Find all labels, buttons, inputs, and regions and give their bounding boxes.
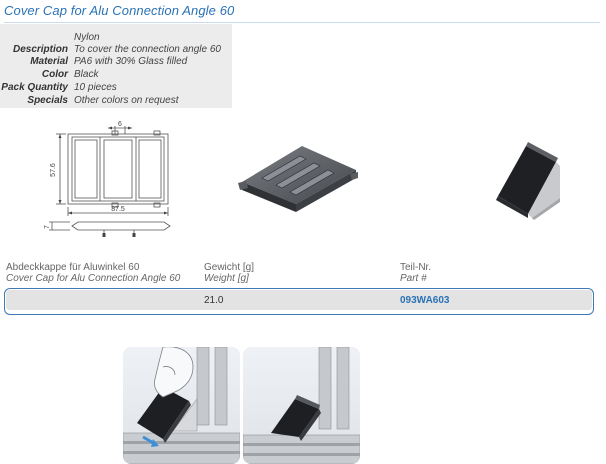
spec-row-pack-quantity: Pack Quantity 10 pieces <box>0 81 232 94</box>
spec-row-description: Description To cover the connection angl… <box>0 43 232 56</box>
mounting-step-1-image <box>123 347 240 464</box>
spec-value-material: PA6 with 30% Glass filled <box>74 56 188 67</box>
spec-row-material: Material PA6 with 30% Glass filled <box>0 55 232 68</box>
spec-value-specials: Other colors on request <box>74 95 179 106</box>
spec-label-pack-quantity: Pack Quantity <box>1 82 68 93</box>
dim-height-label: 57.6 <box>50 163 57 177</box>
dim-top-label: 6 <box>118 121 122 128</box>
spec-value-description: To cover the connection angle 60 <box>74 44 221 55</box>
column-header-part-en: Part # <box>400 273 427 284</box>
spec-value-color: Black <box>74 69 99 80</box>
technical-drawing: 6 57.6 87.5 7 <box>44 121 171 237</box>
weight-value: 21.0 <box>204 295 224 306</box>
part-number-link[interactable]: 093WA603 <box>400 295 450 306</box>
spec-label-color: Color <box>41 69 68 80</box>
spec-note-value: Nylon <box>74 32 100 43</box>
spec-label-material: Material <box>30 56 68 67</box>
cover-cap-photo <box>238 146 358 212</box>
dim-width-label: 87.5 <box>111 206 125 213</box>
dim-side-label: 7 <box>44 225 51 229</box>
title-divider <box>4 22 600 23</box>
spec-row-note: Nylon <box>0 31 232 44</box>
column-header-weight-en: Weight [g] <box>204 273 249 284</box>
column-header-name-en: Cover Cap for Alu Connection Angle 60 <box>6 273 181 284</box>
column-header-weight: Gewicht [g] Weight [g] <box>204 262 254 284</box>
spec-label-description: Description <box>12 44 68 55</box>
spec-label-specials: Specials <box>27 95 68 106</box>
spec-row-specials: Specials Other colors on request <box>0 94 232 107</box>
column-header-name: Abdeckkappe für Aluwinkel 60 Cover Cap f… <box>6 262 180 284</box>
page-title: Cover Cap for Alu Connection Angle 60 <box>4 3 235 18</box>
column-header-part-de: Teil-Nr. <box>400 262 432 273</box>
spec-row-color: Color Black <box>0 68 232 81</box>
spec-value-pack-quantity: 10 pieces <box>74 82 117 93</box>
column-header-name-de: Abdeckkappe für Aluwinkel 60 <box>6 262 140 273</box>
connection-angle-photo <box>496 142 560 220</box>
table-row <box>6 290 592 310</box>
column-header-part: Teil-Nr. Part # <box>400 262 431 284</box>
mounting-step-2-image <box>243 347 360 464</box>
column-header-weight-de: Gewicht [g] <box>204 262 255 273</box>
spec-box: Nylon Description To cover the connectio… <box>0 24 232 108</box>
